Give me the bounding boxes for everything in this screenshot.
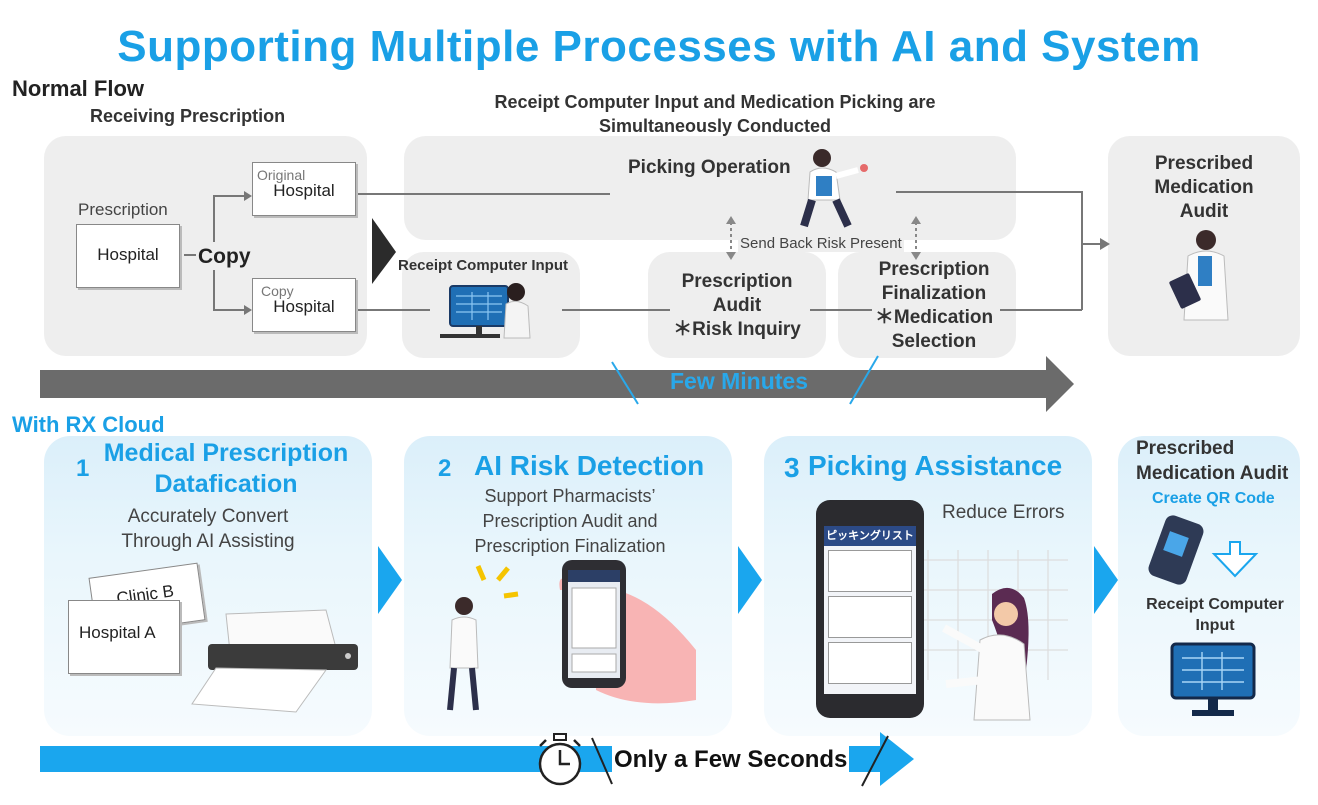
few-minutes-label: Few Minutes [670,368,809,394]
step2-desc-line-2: Prescription Audit and [482,511,658,531]
step1-desc-line-1: Accurately Convert [127,506,289,527]
final-line-2: Finalization [881,283,987,304]
phone-header: ピッキングリスト [824,526,916,546]
audit-line-1: Prescription [681,271,793,292]
receiving-label: Receiving Prescription [90,106,286,126]
final-line-1: Prescription [878,259,990,280]
audit-line-3: ＊Risk Inquiry [673,319,801,340]
final-line-4: Selection [891,331,977,352]
copy-label: Copy [198,245,251,268]
page-title: Supporting Multiple Processes with AI an… [117,22,1201,71]
rx-receipt-line-2: Input [1195,617,1235,634]
send-back-label: Send Back Risk Present [738,235,904,252]
picking-operation-label: Picking Operation [628,157,791,178]
pharmacist-pointing-icon [942,587,1031,721]
med-audit-line-1: Prescribed [1154,153,1254,174]
step2-desc: Support Pharmacists’ Prescription Audit … [440,484,700,559]
step3-title: Picking Assistance [808,450,1063,481]
medication-audit-text: Prescribed Medication Audit [1108,152,1300,224]
rx-receipt-label: Receipt Computer Input [1126,594,1304,636]
step3-desc: Reduce Errors [942,502,1065,523]
step2-desc-line-3: Prescription Finalization [474,536,666,556]
med-audit-line-2: Medication [1154,177,1254,198]
hand-phone-icon [559,560,696,704]
pharmacist-audit-icon [1169,230,1229,321]
step1-title-line-2: Datafication [154,470,298,498]
audit-box [648,252,826,358]
step1-number: 1 [76,455,90,482]
computer-user-icon [440,283,531,339]
step1-desc-line-2: Through AI Assisting [121,531,295,552]
simultaneous-line-2: Simultaneously Conducted [598,116,832,136]
hospital-a-doc: Hospital A [68,600,180,674]
copy-tag: Copy [261,283,294,299]
step3-number: 3 [784,452,800,483]
copy-doc-text: Hospital [273,297,335,316]
step1-title: Medical Prescription Datafication [94,438,358,500]
original-doc: Original Hospital [252,162,356,216]
picking-item [828,596,912,638]
simultaneous-line-1: Receipt Computer Input and Medication Pi… [494,92,936,112]
step2-desc-line-1: Support Pharmacists’ [484,486,656,506]
rx-receipt-line-1: Receipt Computer [1146,596,1284,613]
rx-audit-title: Prescribed Medication Audit [1136,436,1288,486]
rx-cloud-heading: With RX Cloud [12,412,165,437]
prescription-doc: Hospital [76,224,180,288]
final-line-3: ＊Medication [874,307,994,328]
prescription-doc-text: Hospital [97,245,159,264]
hospital-a-text: Hospital A [79,623,156,642]
med-audit-line-3: Audit [1179,201,1229,222]
pharmacist-picking-icon [800,149,868,228]
phone-screen: ピッキングリスト [824,526,916,694]
finalization-text: Prescription Finalization ＊Medication Se… [838,258,1030,354]
step2-number: 2 [438,455,452,482]
step1-desc: Accurately Convert Through AI Assisting [90,504,326,554]
copy-doc: Copy Hospital [252,278,356,332]
few-seconds-label: Only a Few Seconds [612,746,850,774]
pharmacist-alert-icon [447,565,519,711]
phone-qr-icon [1148,515,1259,585]
picking-item [828,550,912,592]
prescription-label: Prescription [78,200,168,219]
picking-item [828,642,912,684]
step2-title: AI Risk Detection [474,450,705,481]
computer-monitor-icon [1170,642,1256,716]
step1-title-line-1: Medical Prescription [103,439,349,467]
normal-flow-heading: Normal Flow [12,76,145,101]
original-doc-text: Hospital [273,181,335,200]
simultaneous-label: Receipt Computer Input and Medication Pi… [420,90,1010,138]
audit-text: Prescription Audit ＊Risk Inquiry [648,270,826,342]
qr-label: Create QR Code [1152,490,1275,507]
stopwatch-icon [538,733,582,786]
receipt-input-label: Receipt Computer Input [398,257,569,274]
original-tag: Original [257,167,306,183]
scanner-icon [191,609,358,713]
rx-audit-line-2: Medication Audit [1136,463,1289,484]
audit-line-2: Audit [712,295,762,316]
rx-audit-line-1: Prescribed [1136,438,1235,459]
phone-frame: ピッキングリスト [816,500,924,718]
finalization-box [838,252,1016,358]
